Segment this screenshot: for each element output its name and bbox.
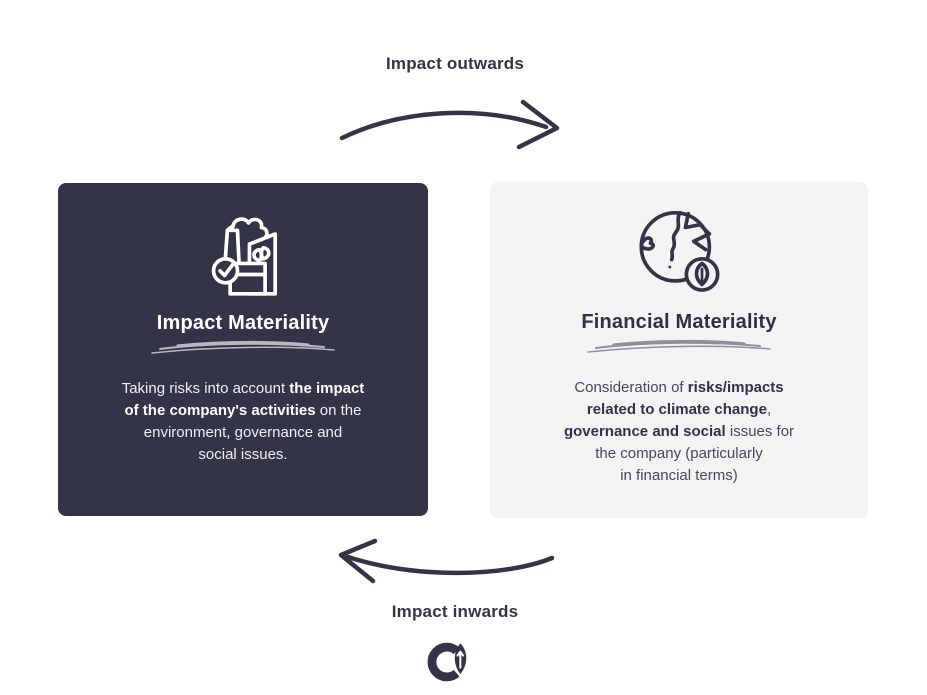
underline-scribble-icon	[151, 340, 335, 354]
impact-outwards-label: Impact outwards	[385, 54, 525, 73]
arrow-left-icon	[338, 538, 555, 584]
arrow-right-icon	[339, 99, 560, 150]
underline-scribble-icon	[587, 339, 771, 353]
card-title: Impact Materiality	[156, 312, 330, 334]
financial-materiality-card: Financial Materiality Consideration of r…	[490, 182, 868, 518]
impact-materiality-card: Impact Materiality Taking risks into acc…	[58, 183, 428, 516]
c-leaf-logo-icon	[427, 642, 467, 682]
factory-eco-icon	[211, 217, 278, 296]
globe-leaf-icon	[639, 210, 720, 292]
impact-inwards-label: Impact inwards	[391, 602, 519, 621]
card-title: Financial Materiality	[581, 311, 777, 333]
